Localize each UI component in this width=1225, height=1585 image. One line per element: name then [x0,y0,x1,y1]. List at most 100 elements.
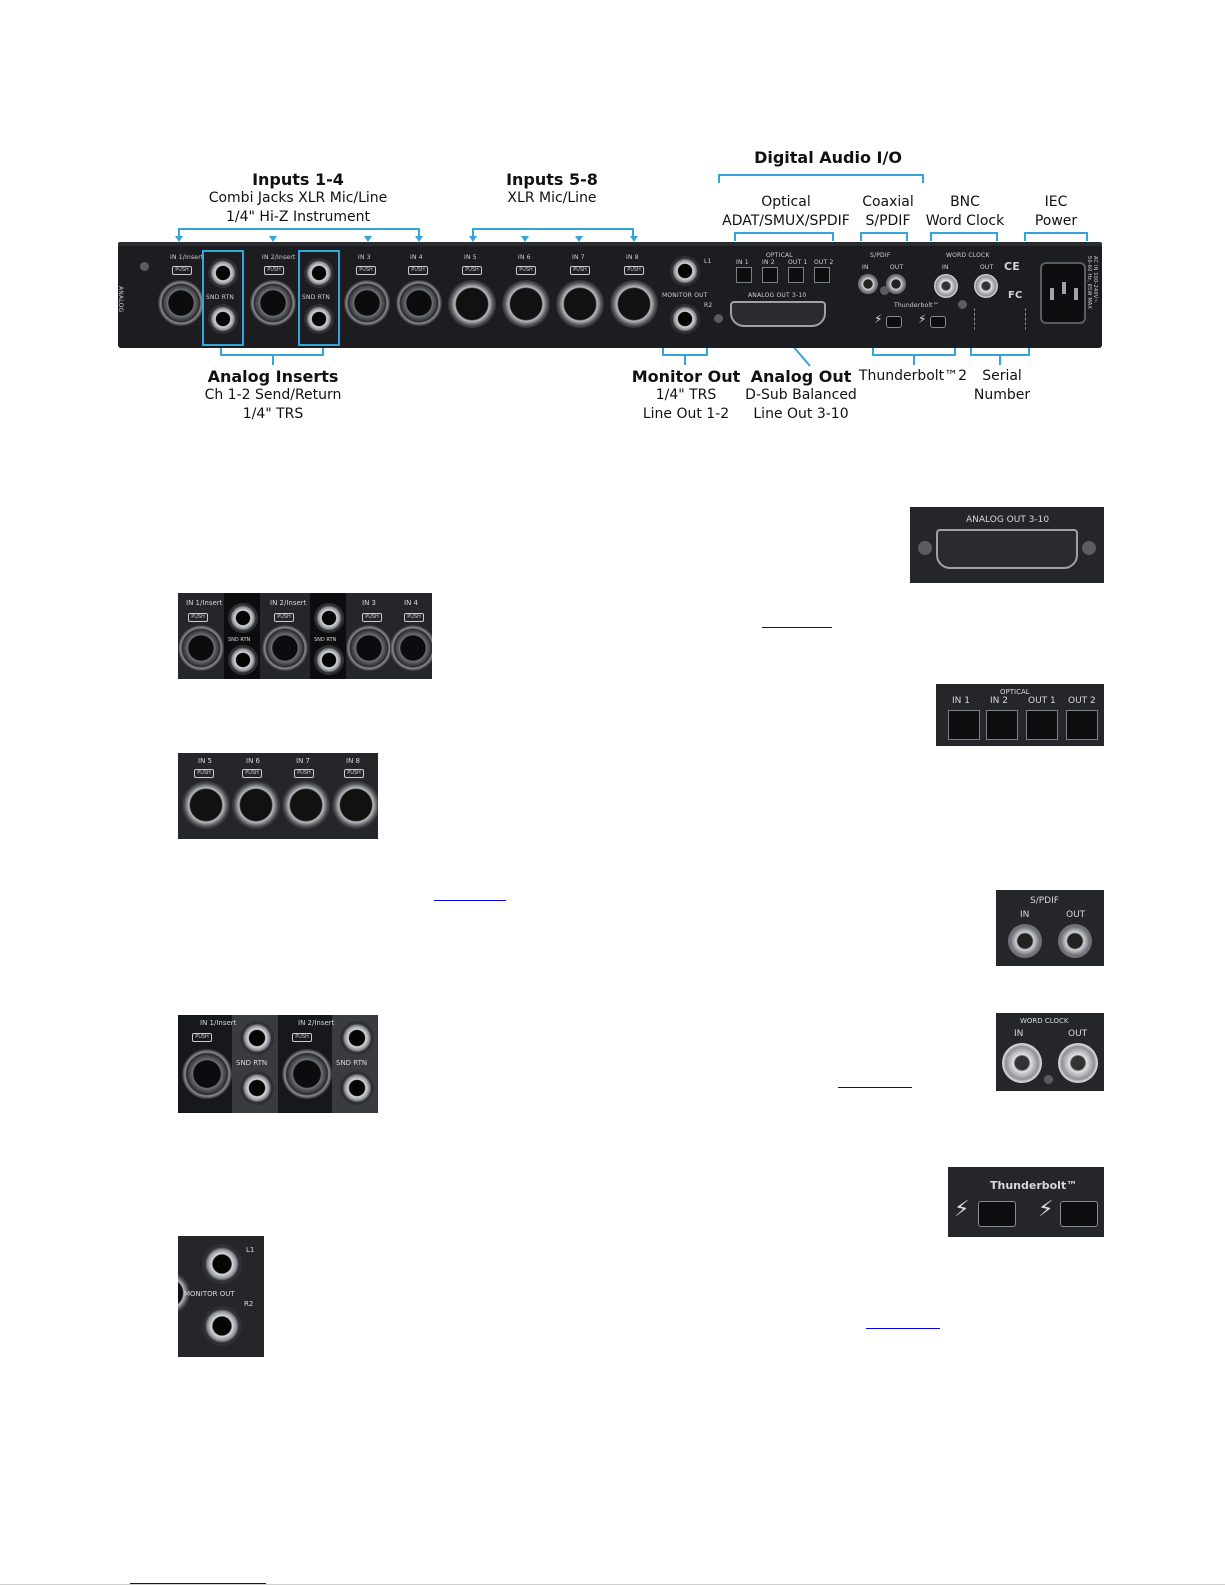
arrow [521,236,529,242]
combo-jack-2[interactable] [250,280,296,326]
push-tab: PUSH [188,613,208,622]
insert-jack-image [340,1021,374,1055]
panel-screw [714,314,723,323]
callout-title: Inputs 1-4 [252,170,344,189]
word-clock-out-bnc[interactable] [974,274,998,298]
panel-screw [880,286,889,295]
word-clock-in-bnc[interactable] [934,274,958,298]
link-underline[interactable] [130,1583,266,1584]
callout-line: 1/4" TRS [655,387,717,403]
insert-return-jack-2[interactable] [304,304,334,334]
push-tab: PUSH [344,769,364,778]
push-tab: PUSH [172,266,192,275]
insert-jack-image [340,1071,374,1105]
panel-label-opt-in2: IN 2 [762,259,775,266]
thumbnail-spdif: S/PDIF IN OUT [996,890,1104,966]
bracket-stem [272,355,274,365]
optical-port-image [986,710,1018,740]
push-tab: PUSH [462,266,482,275]
thumb-label: IN [1020,910,1030,920]
xlr-jack-image [282,781,330,829]
callout-line: 1/4" TRS [242,406,304,422]
panel-label-snd-rtn: SND RTN [206,294,235,301]
xlr-jack-8[interactable] [610,280,658,328]
combo-jack-1[interactable] [158,280,204,326]
thumb-label: IN [1014,1029,1024,1039]
arrow [630,236,638,242]
panel-screw [918,541,932,555]
panel-label-word-clock: WORD CLOCK [946,252,990,259]
callout-bnc: BNC Word Clock [920,193,1010,231]
thumb-label: R2 [244,1300,254,1308]
thunderbolt-port-image [978,1201,1016,1227]
xlr-jack-6[interactable] [502,280,550,328]
callout-analog-out: Analog Out D-Sub Balanced Line Out 3-10 [740,367,862,424]
link-underline[interactable] [866,1328,940,1329]
insert-jack-image [228,645,258,675]
spdif-out-rca[interactable] [886,274,906,294]
bracket-digital-audio [718,174,924,183]
insert-return-jack-1[interactable] [208,304,238,334]
monitor-jack-image [202,1244,242,1284]
insert-send-jack-2[interactable] [304,258,334,288]
thumb-label: IN 1 [952,696,970,706]
thumbnail-inputs-1-4: IN 1/Insert IN 2/Insert IN 3 IN 4 PUSH S… [178,593,432,679]
serial-number-area [974,308,1026,330]
callout-analog-inserts: Analog Inserts Ch 1-2 Send/Return 1/4" T… [168,367,378,424]
callout-line: Line Out 1-2 [642,406,730,422]
combo-jack-4[interactable] [396,280,442,326]
thumb-label: OUT 1 [1028,696,1056,706]
rear-panel: ANALOG IN 1/Insert PUSH SND RTN IN 2/Ins… [117,246,1102,348]
insert-jack-image [314,645,344,675]
callout-title: Digital Audio I/O [754,148,902,167]
optical-in-1-port[interactable] [736,267,752,283]
callout-line: S/PDIF [865,213,911,229]
optical-out-2-port[interactable] [814,267,830,283]
insert-jack-image [314,603,344,633]
bracket-bnc [930,232,998,241]
thumb-label: SND RTN [336,1059,368,1067]
spdif-in-rca[interactable] [858,274,878,294]
panel-label-opt-out2: OUT 2 [814,259,834,266]
xlr-jack-7[interactable] [556,280,604,328]
panel-label-thunderbolt: Thunderbolt™ [894,302,939,309]
thumb-label: WORD CLOCK [1020,1017,1069,1025]
insert-send-jack-1[interactable] [208,258,238,288]
xlr-jack-5[interactable] [448,280,496,328]
bnc-jack-image [1002,1043,1042,1083]
iec-pin [1062,282,1066,294]
xlr-jack-image [332,781,378,829]
thunderbolt-port-1[interactable] [886,316,902,328]
panel-label-ac-in: AC IN 100-240V~ [1092,256,1098,303]
monitor-out-jack-r2[interactable] [670,304,700,334]
callout-line: 1/4" Hi-Z Instrument [226,209,370,225]
link-underline[interactable] [762,627,832,628]
iec-pin [1050,288,1054,300]
arrow [364,236,372,242]
bracket-stem [999,355,1001,365]
combo-jack-3[interactable] [344,280,390,326]
thumb-label: Thunderbolt™ [990,1179,1078,1192]
arrow [575,236,583,242]
thunderbolt-port-2[interactable] [930,316,946,328]
push-tab: PUSH [294,769,314,778]
link-underline[interactable] [434,900,506,901]
thumb-label: L1 [246,1246,255,1254]
optical-out-1-port[interactable] [788,267,804,283]
combo-jack-image [262,625,308,671]
dsub-analog-out-connector[interactable] [730,301,826,327]
bracket-coaxial [860,232,908,241]
optical-in-2-port[interactable] [762,267,778,283]
monitor-out-jack-l1[interactable] [670,256,700,286]
push-tab: PUSH [362,613,382,622]
combo-jack-image [346,625,392,671]
thumbnail-optical: OPTICAL IN 1 IN 2 OUT 1 OUT 2 [936,684,1104,746]
link-underline[interactable] [838,1087,912,1088]
callout-line: Word Clock [925,213,1005,229]
xlr-jack-image [178,1272,190,1314]
iec-power-inlet[interactable] [1040,262,1086,324]
thumb-label: MONITOR OUT [184,1290,235,1298]
bracket-stem [684,355,686,365]
insert-jack-image [228,603,258,633]
panel-label-opt-out1: OUT 1 [788,259,808,266]
